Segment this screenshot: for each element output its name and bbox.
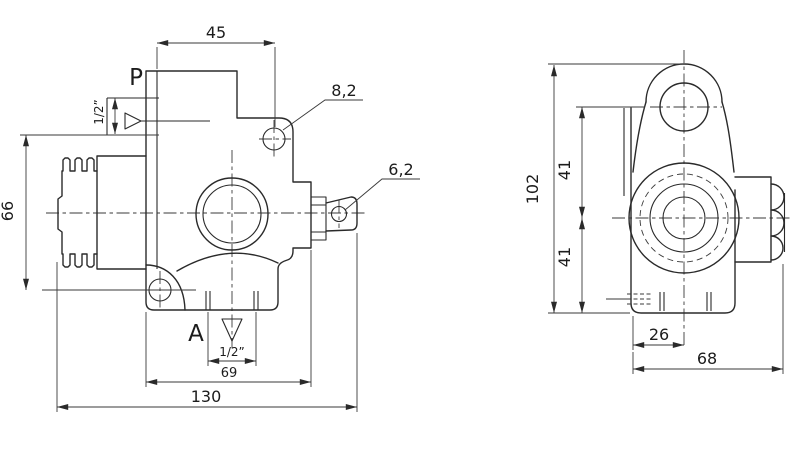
dim-overall-height-label: 102 bbox=[523, 174, 542, 205]
port-p-marking: P bbox=[106, 65, 210, 135]
port-a-label: A bbox=[188, 321, 204, 347]
dim-center-offset: 26 bbox=[632, 316, 684, 350]
dim-top-hole-label: 8,2 bbox=[331, 81, 356, 100]
side-lug-hole bbox=[659, 82, 709, 132]
side-boss-outer bbox=[628, 162, 740, 274]
dim-lever-hole: 6,2 bbox=[344, 160, 420, 211]
lever-clevis-hole bbox=[330, 205, 348, 223]
side-boss-inner bbox=[662, 196, 706, 240]
side-view: 102 41 41 26 68 bbox=[523, 50, 792, 374]
front-center-lines bbox=[46, 120, 368, 348]
dim-inner-width-label: 69 bbox=[221, 366, 238, 381]
port-a-marking: A bbox=[188, 291, 259, 347]
dim-upper-span: 41 bbox=[555, 106, 645, 218]
thread-profile bbox=[57, 157, 98, 268]
side-thread-boss bbox=[734, 176, 772, 263]
dim-height-label: 66 bbox=[0, 201, 17, 221]
dim-upper-span-label: 41 bbox=[555, 160, 574, 180]
flow-symbol-p bbox=[124, 112, 210, 130]
dim-port-p-size: 1/2” bbox=[20, 98, 159, 136]
dim-top-width-label: 45 bbox=[206, 23, 226, 42]
flow-symbol-a bbox=[221, 318, 243, 342]
lever-clevis bbox=[325, 196, 358, 232]
dim-lower-span: 41 bbox=[555, 218, 585, 313]
side-boss-stack bbox=[311, 196, 327, 241]
side-boss-mid bbox=[649, 183, 719, 253]
dim-port-p-size-label: 1/2” bbox=[92, 99, 106, 125]
dim-top-width: 45 bbox=[156, 23, 276, 127]
front-view: P A 45 8,2 6,2 1/2” bbox=[0, 23, 420, 412]
top-lug-hole bbox=[262, 127, 286, 151]
port-p-label: P bbox=[129, 65, 143, 91]
dim-overall-height: 102 bbox=[523, 63, 683, 314]
main-bore-outer bbox=[195, 177, 269, 251]
dim-overall-length: 130 bbox=[56, 233, 358, 412]
dim-lower-span-label: 41 bbox=[555, 247, 574, 267]
dim-port-a-size-label: 1/2” bbox=[219, 345, 245, 359]
main-bore-inner bbox=[202, 184, 262, 244]
dim-center-offset-label: 26 bbox=[649, 325, 669, 344]
dim-port-a-size: 1/2” bbox=[207, 312, 257, 366]
dim-overall-width: 68 bbox=[632, 264, 784, 374]
dim-top-hole: 8,2 bbox=[282, 81, 363, 131]
dim-lever-hole-label: 6,2 bbox=[388, 160, 413, 179]
dim-height: 66 bbox=[0, 135, 196, 291]
dim-overall-length-label: 130 bbox=[191, 387, 222, 406]
side-center-lines bbox=[612, 50, 792, 348]
dim-overall-width-label: 68 bbox=[697, 349, 717, 368]
side-body-outline bbox=[606, 63, 786, 314]
dim-inner-width: 69 bbox=[145, 250, 312, 387]
side-boss-hidden bbox=[639, 173, 729, 263]
